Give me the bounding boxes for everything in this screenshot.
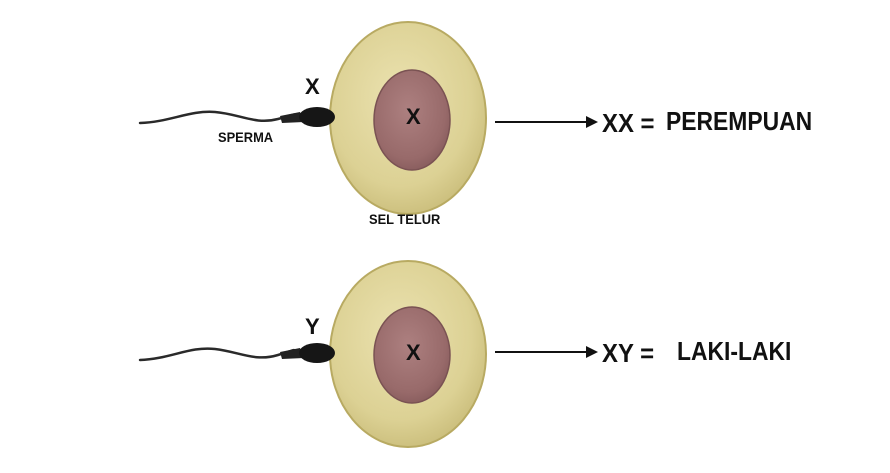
egg-chromosome-1: X <box>406 104 421 129</box>
row-2-male <box>138 260 598 448</box>
sperm-tail-1 <box>138 110 302 125</box>
row-1-female <box>138 21 598 215</box>
result-2: LAKI-LAKI <box>677 336 792 366</box>
sperm-label: SPERMA <box>218 129 274 145</box>
nucleus-2 <box>373 306 451 404</box>
sperm-chromosome-1: X <box>305 74 320 99</box>
sperm-midpiece-1 <box>280 112 304 123</box>
sperm-head-1 <box>299 107 335 127</box>
formula-1: XX = <box>602 108 655 138</box>
egg-label: SEL TELUR <box>369 211 441 227</box>
egg-chromosome-2: X <box>406 340 421 365</box>
arrow-head-1 <box>586 116 598 128</box>
nucleus-1 <box>373 69 451 171</box>
sperm-head-2 <box>299 343 335 363</box>
arrow-head-2 <box>586 346 598 358</box>
sperm-chromosome-2: Y <box>305 314 320 339</box>
formula-2: XY = <box>602 338 655 368</box>
sperm-midpiece-2 <box>280 348 304 359</box>
sperm-tail-2 <box>138 347 302 362</box>
result-1: PEREMPUAN <box>666 106 813 136</box>
